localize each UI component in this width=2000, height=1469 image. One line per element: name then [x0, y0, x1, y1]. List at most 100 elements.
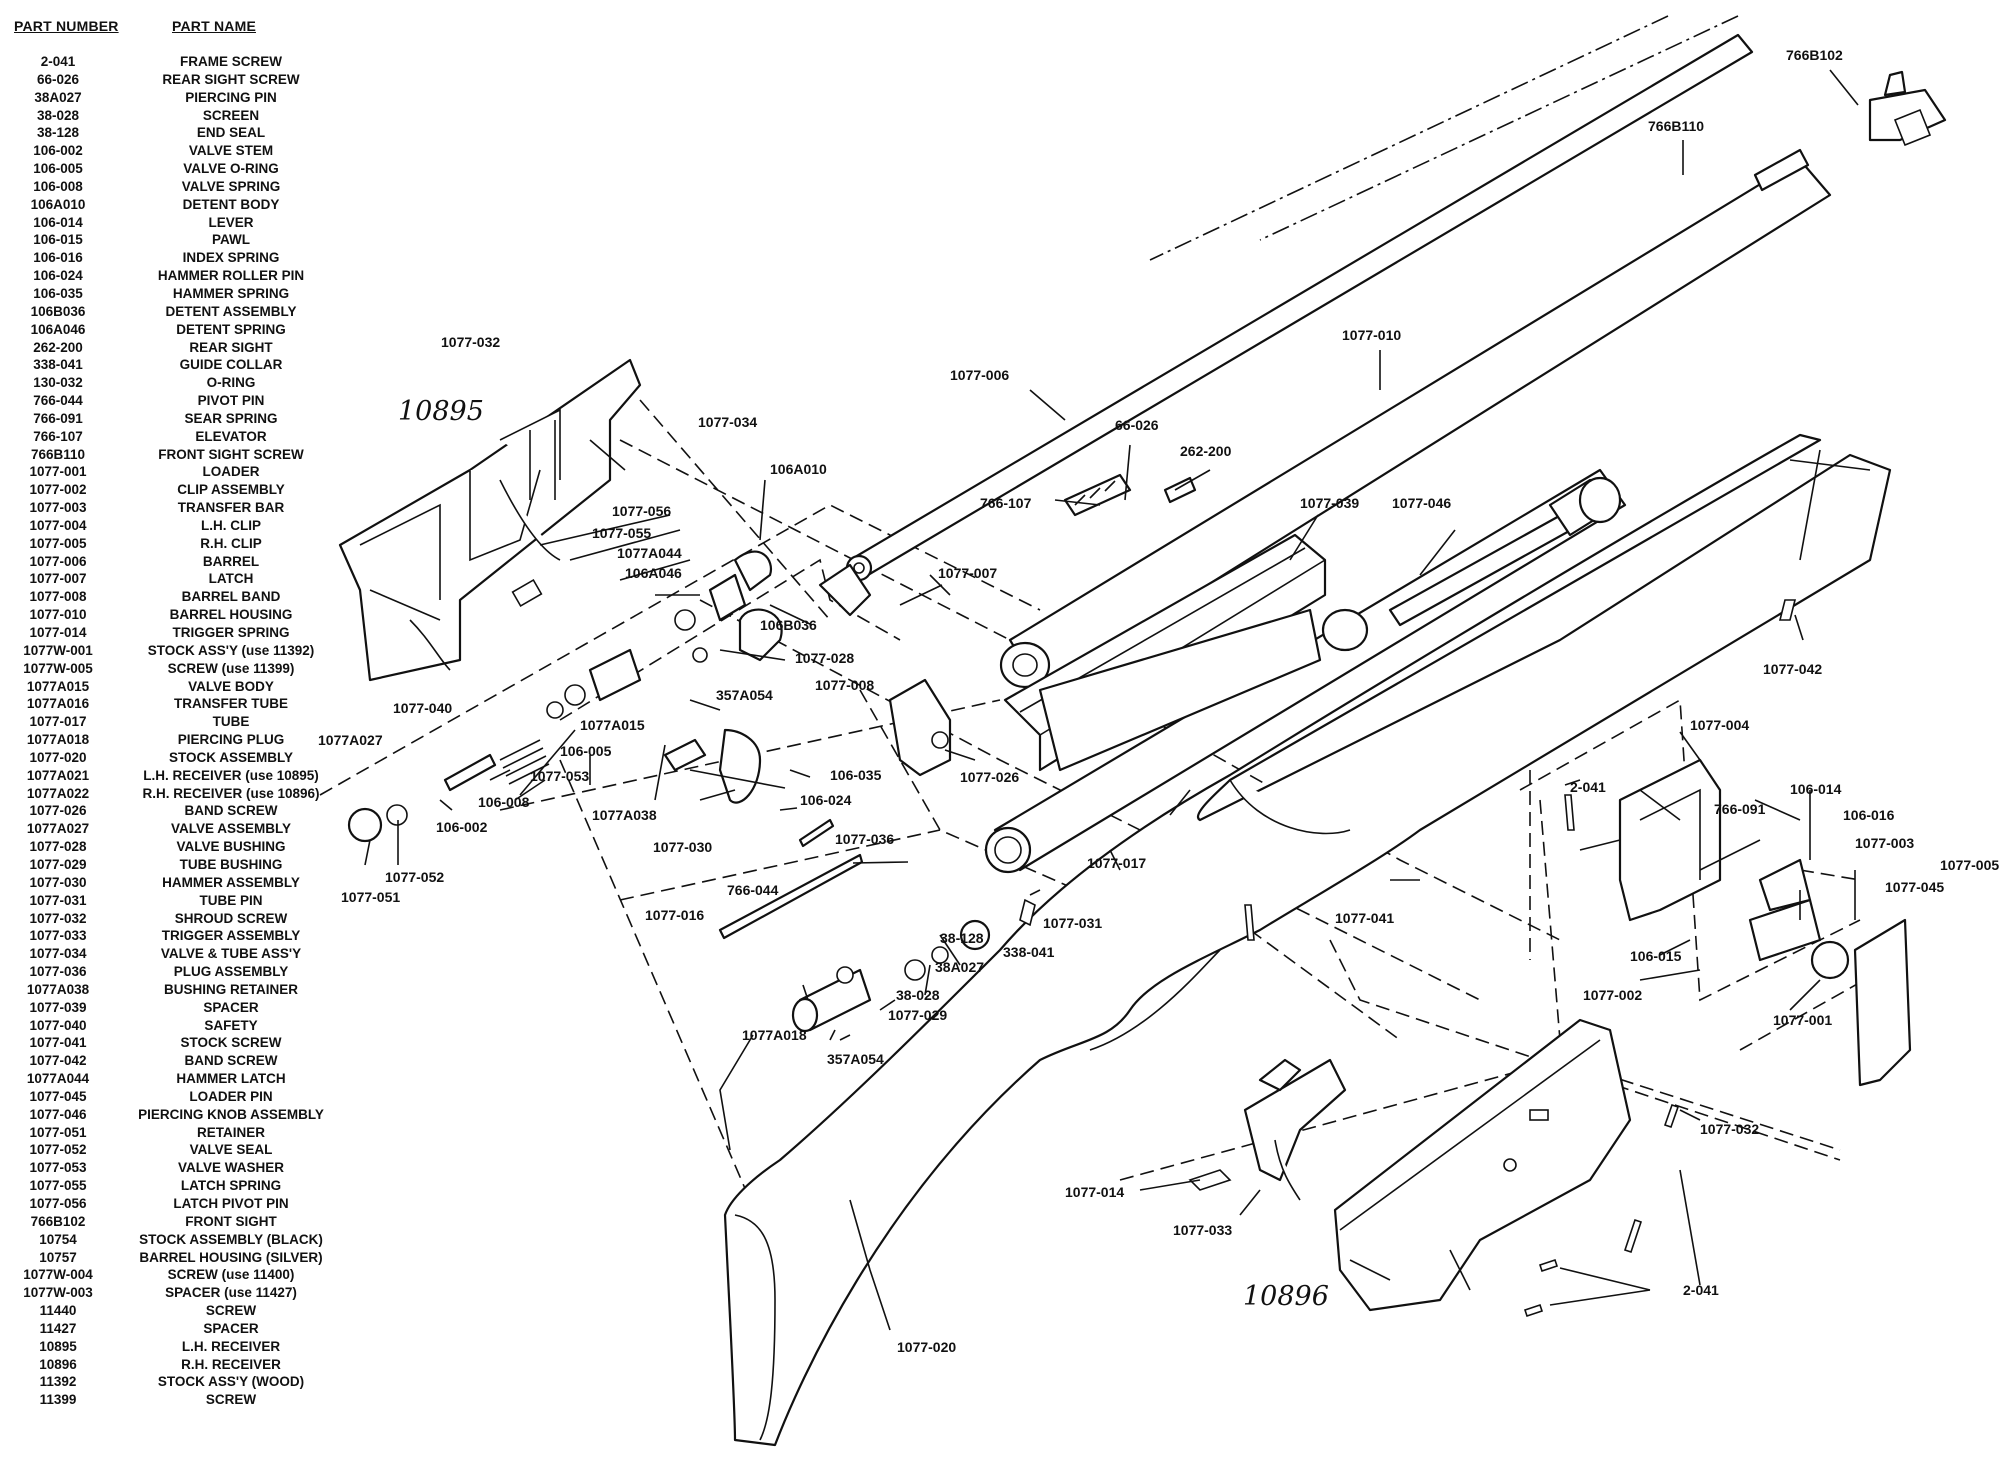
- part-name: SAFETY: [204, 1017, 258, 1033]
- part-name: TUBE: [212, 714, 250, 730]
- callout-1077-004: 1077-004: [1690, 717, 1749, 733]
- part-name: BAND SCREW: [184, 1053, 278, 1069]
- part-name: VALVE WASHER: [177, 1160, 284, 1176]
- part-number: 1077-042: [29, 1053, 87, 1069]
- part-number: 766-044: [33, 393, 83, 409]
- part-name: REAR SIGHT: [189, 339, 273, 355]
- parts-list-row: 10895 L.H. RECEIVER: [8, 1339, 338, 1357]
- part-name: TRIGGER ASSEMBLY: [161, 928, 301, 944]
- part-number: 106-035: [33, 285, 83, 301]
- callout-1077-006: 1077-006: [950, 367, 1009, 383]
- callout-1077-039: 1077-039: [1300, 495, 1359, 511]
- part-name: STOCK ASS'Y (use 11392): [147, 642, 315, 658]
- part-number: 10895: [39, 1338, 77, 1354]
- part-number: 1077A016: [26, 696, 90, 712]
- part-name: TRANSFER TUBE: [174, 696, 288, 712]
- part-name: PIVOT PIN: [197, 393, 265, 409]
- part-name: VALVE O-RING: [183, 161, 279, 177]
- callout-766b110: 766B110: [1648, 118, 1704, 134]
- parts-list-row: 1077-010 BARREL HOUSING: [8, 607, 338, 625]
- callout-2-041-clip: 2-041: [1570, 779, 1606, 795]
- part-number: 1077A038: [26, 981, 90, 997]
- part-name: VALVE BODY: [188, 678, 274, 694]
- callout-106a046: 106A046: [625, 565, 682, 581]
- part-name: CLIP ASSEMBLY: [177, 482, 285, 498]
- callout-1077-014: 1077-014: [1065, 1184, 1124, 1200]
- part-number: 1077-052: [29, 1142, 87, 1158]
- part-number: 11427: [39, 1320, 77, 1336]
- parts-list-row: 1077-020 STOCK ASSEMBLY: [8, 750, 338, 768]
- callout-1077-007: 1077-007: [938, 565, 997, 581]
- part-name: VALVE & TUBE ASS'Y: [160, 946, 302, 962]
- part-name: L.H. RECEIVER: [181, 1338, 281, 1354]
- part-name: SCREW: [205, 1392, 257, 1408]
- part-name: HAMMER SPRING: [172, 285, 290, 301]
- part-number: 130-032: [33, 375, 83, 391]
- parts-list-row: 1077A016 TRANSFER TUBE: [8, 696, 338, 714]
- part-number: 10896: [39, 1356, 77, 1372]
- part-number: 2-041: [40, 54, 76, 69]
- part-number: 1077-029: [29, 856, 87, 872]
- part-number: 1077-036: [29, 964, 87, 980]
- part-number: 106-002: [33, 143, 83, 159]
- part-name: R.H. CLIP: [200, 535, 262, 551]
- part-name: BARREL BAND: [181, 589, 281, 605]
- clip-assembly-1077-002: [1618, 758, 1912, 1087]
- part-number: 1077-010: [29, 607, 87, 623]
- part-name: L.H. CLIP: [201, 517, 261, 533]
- callout-106-005: 106-005: [560, 743, 612, 759]
- part-number: 106A010: [30, 196, 86, 212]
- part-number: 1077-020: [29, 749, 87, 765]
- part-name: VALVE SPRING: [181, 178, 281, 194]
- callout-106-016: 106-016: [1843, 807, 1895, 823]
- part-name: SCREW (use 11400): [167, 1267, 295, 1283]
- part-name: BARREL HOUSING: [169, 607, 293, 623]
- callout-66-026: 66-026: [1115, 417, 1159, 433]
- part-name: STOCK ASSEMBLY: [168, 749, 294, 765]
- part-number: 1077-034: [29, 946, 87, 962]
- part-name: SPACER: [203, 999, 259, 1015]
- parts-list-row: 1077-002 CLIP ASSEMBLY: [8, 482, 338, 500]
- callout-1077-001: 1077-001: [1773, 1012, 1832, 1028]
- callout-1077-031: 1077-031: [1043, 915, 1102, 931]
- part-name: VALVE SEAL: [189, 1142, 273, 1158]
- callout-1077-040: 1077-040: [393, 700, 452, 716]
- part-name: TRIGGER SPRING: [172, 625, 290, 640]
- callout-1077a038: 1077A038: [592, 807, 657, 823]
- part-number: 1077-002: [29, 482, 87, 498]
- callout-38-128: 38-128: [940, 930, 984, 946]
- part-number: 1077-045: [29, 1088, 87, 1104]
- part-number: 1077-051: [29, 1124, 87, 1140]
- barrel-housing-1077-010: [999, 148, 1832, 692]
- parts-list-row: 1077-034 VALVE & TUBE ASS'Y: [8, 946, 338, 964]
- callout-1077-056: 1077-056: [612, 503, 671, 519]
- part-number: 1077-056: [29, 1196, 87, 1211]
- callout-1077-042: 1077-042: [1763, 661, 1822, 677]
- part-name: HAMMER ASSEMBLY: [162, 874, 300, 890]
- left-hand-receiver-10895: [338, 358, 642, 682]
- part-name: SCREEN: [202, 107, 260, 123]
